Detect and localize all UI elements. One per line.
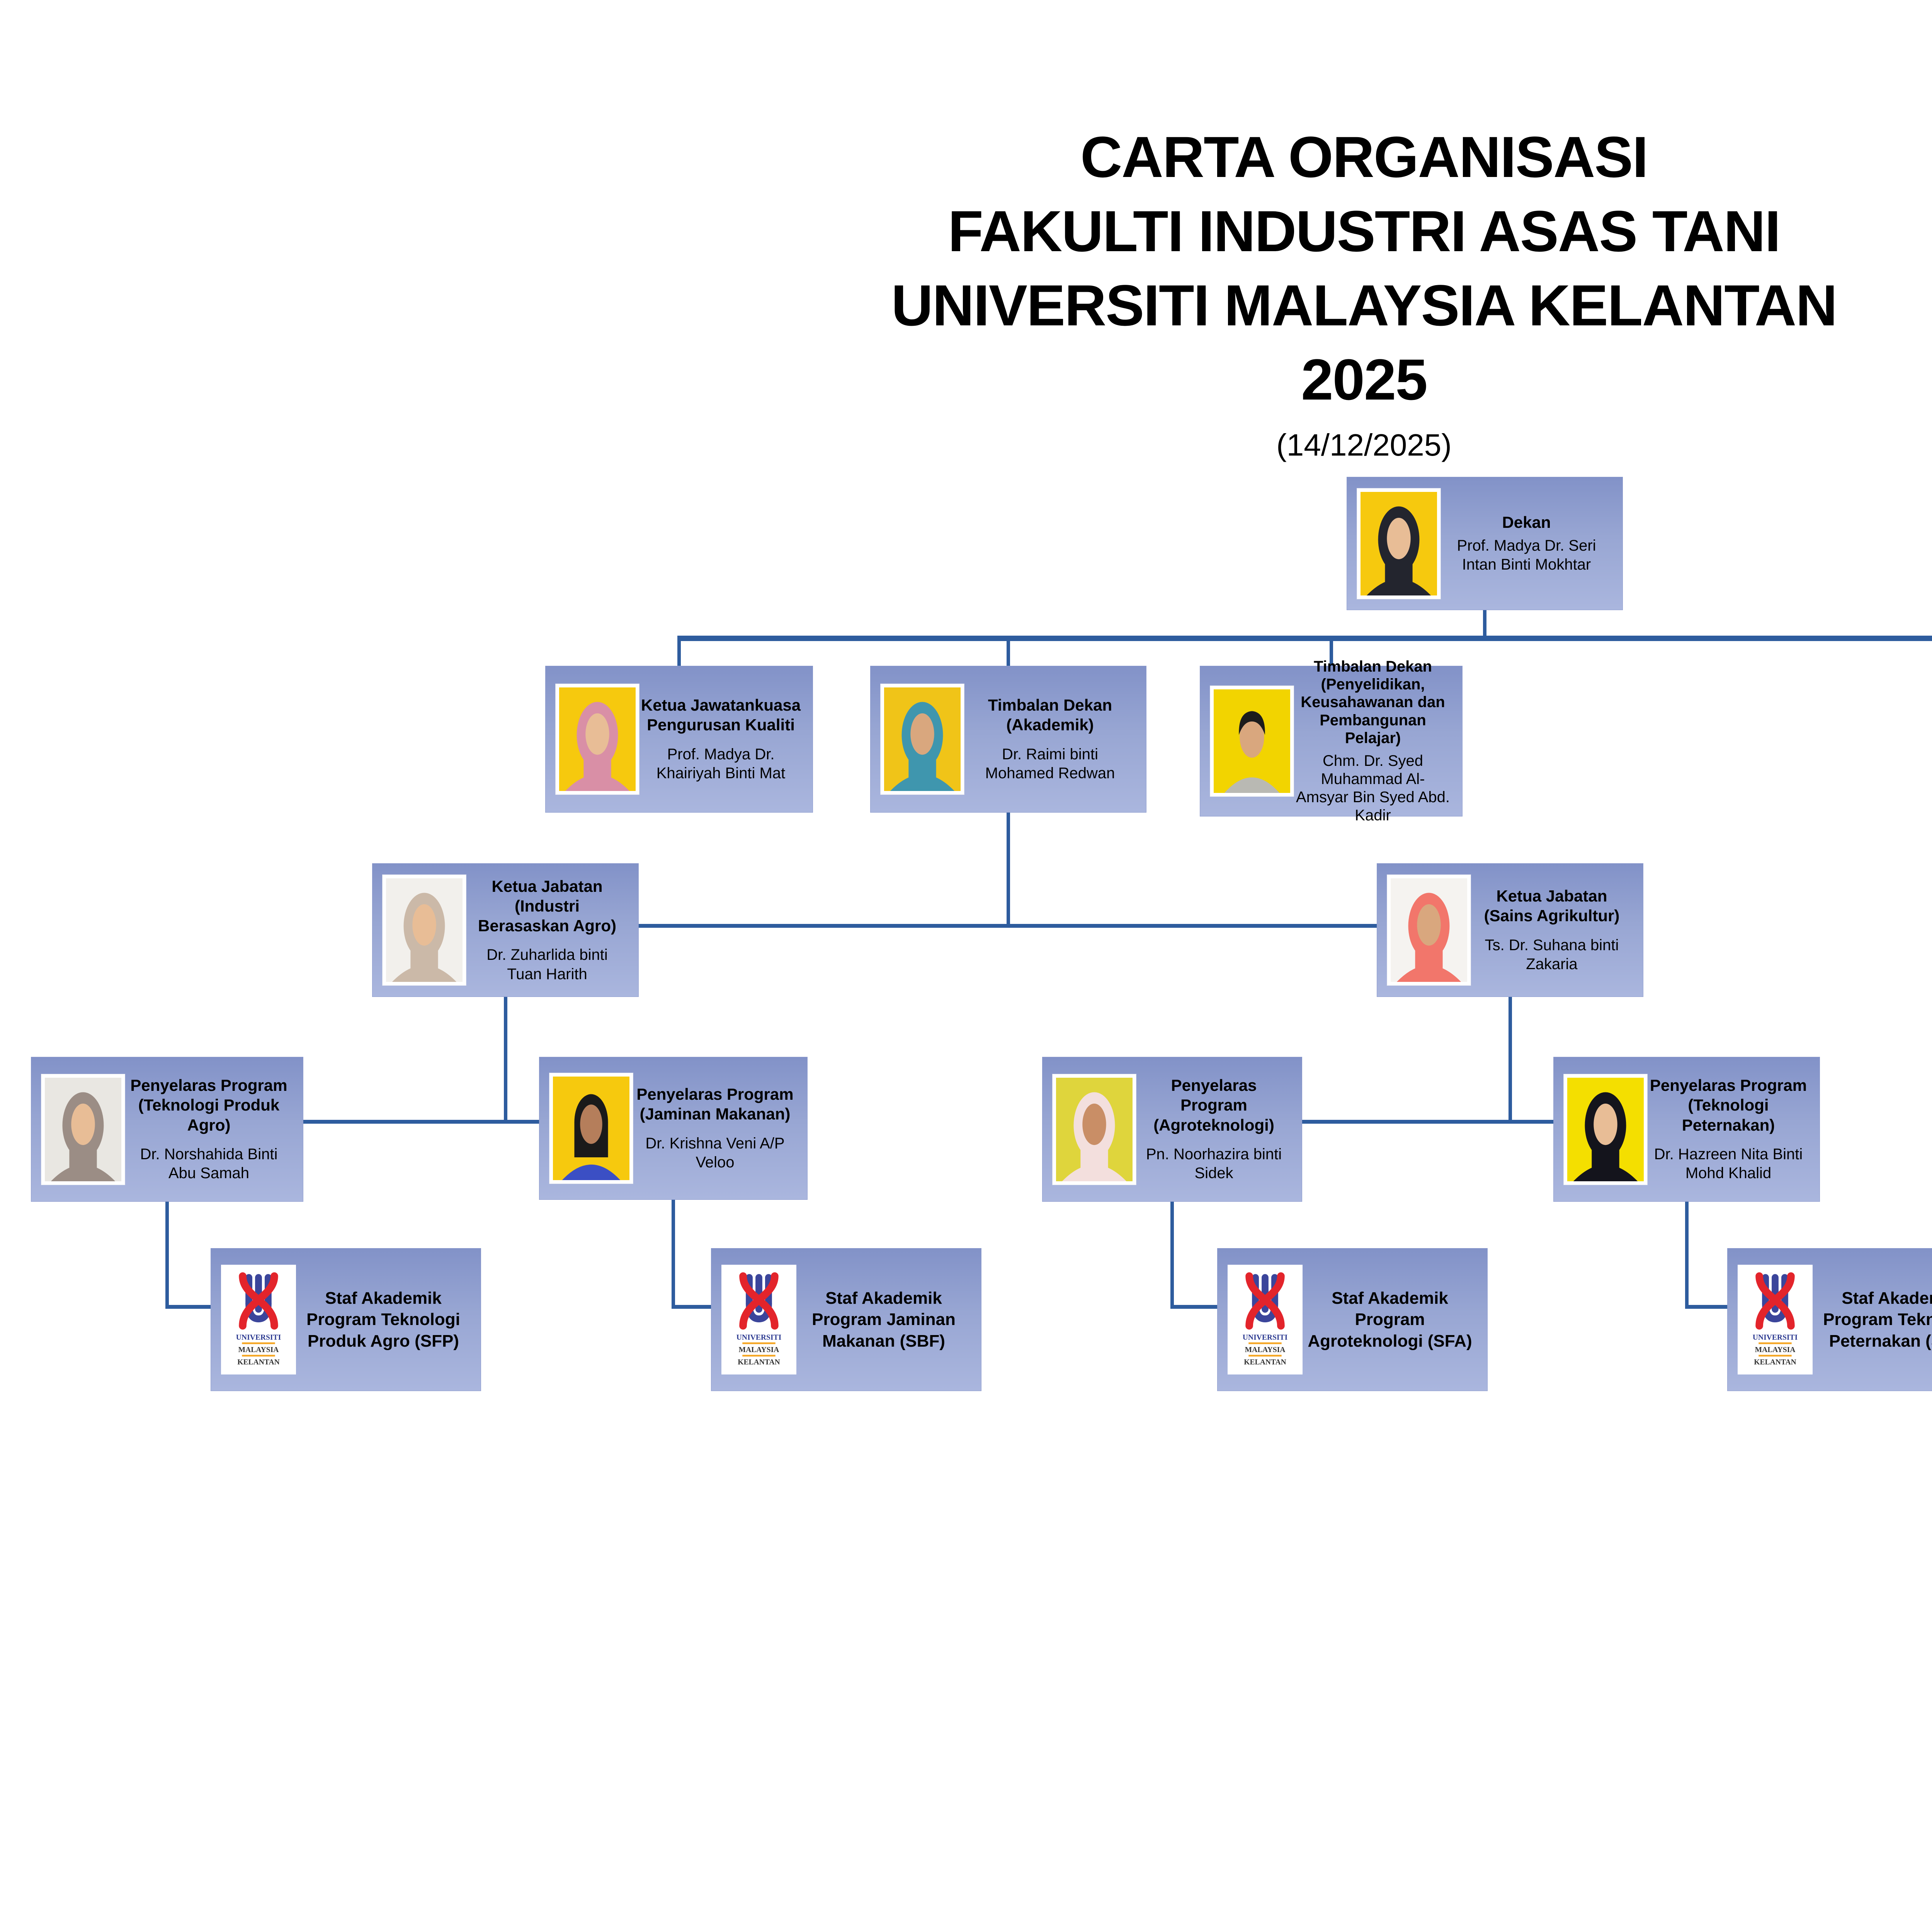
node-role: Staf Akademik Program Teknologi Peternak… [1823,1288,1932,1351]
node-name: Chm. Dr. Syed Muhammad Al-Amsyar Bin Sye… [1296,752,1450,824]
node-name: Pn. Noorhazira binti Sidek [1146,1145,1282,1182]
node-role: Staf Akademik Program Jaminan Makanan (S… [812,1288,956,1351]
connector-line [1302,1120,1554,1124]
org-node-penyelaras-teknologi-peternakan: Penyelaras Program (Teknologi Peternakan… [1553,1057,1820,1202]
svg-text:MALAYSIA: MALAYSIA [1245,1346,1286,1354]
connector-line [1509,997,1512,1123]
org-node-penyelaras-teknologi-produk-agro: Penyelaras Program (Teknologi Produk Agr… [31,1057,303,1202]
svg-text:UNIVERSITI: UNIVERSITI [1243,1334,1287,1342]
title-line-4: 2025 [1301,347,1428,412]
person-photo [556,684,639,794]
connector-line [672,1199,675,1309]
node-role: Penyelaras Program (Teknologi Produk Agr… [130,1076,287,1134]
org-node-staf-akademik-sbf: UNIVERSITI MALAYSIA KELANTAN Staf Akademik… [711,1248,981,1391]
node-name: Dr. Zuharlida binti Tuan Harith [486,946,608,983]
connector-line [1483,610,1486,638]
umk-logo: UNIVERSITI MALAYSIA KELANTAN [1738,1265,1813,1374]
node-name: Dr. Raimi binti Mohamed Redwan [985,745,1115,782]
svg-text:KELANTAN: KELANTAN [1754,1358,1796,1366]
connector-line [165,1305,211,1309]
connector-line [1007,812,1010,925]
umk-logo: UNIVERSITI MALAYSIA KELANTAN [1228,1265,1303,1374]
org-node-penyelaras-agroteknologi: Penyelaras Program (Agroteknologi) Pn. N… [1042,1057,1302,1202]
person-photo [1357,488,1440,599]
node-name: Prof. Madya Dr. Khairiyah Binti Mat [656,745,786,782]
connector-line [1685,1305,1728,1309]
org-node-staf-akademik-sfa: UNIVERSITI MALAYSIA KELANTAN Staf Akademik… [1217,1248,1488,1391]
connector-line [1685,1201,1689,1309]
person-photo [1564,1074,1647,1185]
title-line-2: FAKULTI INDUSTRI ASAS TANI [948,199,1781,264]
connector-line [165,1201,169,1309]
person-photo [1053,1074,1136,1185]
umk-logo: UNIVERSITI MALAYSIA KELANTAN [721,1265,796,1374]
svg-text:MALAYSIA: MALAYSIA [739,1346,780,1354]
connector-line [677,641,681,667]
node-role: Penyelaras Program (Agroteknologi) [1153,1076,1274,1134]
page-title: CARTA ORGANISASI FAKULTI INDUSTRI ASAS T… [842,120,1886,465]
svg-text:UNIVERSITI: UNIVERSITI [236,1334,281,1342]
person-photo [1387,875,1471,985]
node-role: Timbalan Dekan (Akademik) [988,696,1112,734]
node-role: Staf Akademik Program Agroteknologi (SFA… [1308,1288,1472,1351]
person-photo [549,1073,633,1184]
umk-logo: UNIVERSITI MALAYSIA KELANTAN [221,1265,296,1374]
connector-line [1330,641,1333,667]
person-photo [1210,686,1294,796]
org-node-dekan: Dekan Prof. Madya Dr. Seri Intan Binti M… [1347,477,1623,610]
person-photo [383,875,466,985]
title-line-3: UNIVERSITI MALAYSIA KELANTAN [891,273,1838,338]
node-name: Dr. Krishna Veni A/P Veloo [645,1135,785,1171]
node-name: Dr. Hazreen Nita Binti Mohd Khalid [1654,1145,1803,1182]
connector-line [303,1120,540,1124]
org-node-timbalan-dekan-penyelidikan: Timbalan Dekan (Penyelidikan, Keusahawan… [1200,658,1463,824]
svg-text:MALAYSIA: MALAYSIA [1755,1346,1796,1354]
org-node-timbalan-dekan-akademik: Timbalan Dekan (Akademik) Dr. Raimi bint… [870,666,1146,813]
node-name: Prof. Madya Dr. Seri Intan Binti Mokhtar [1457,537,1596,573]
org-node-staf-akademik-sfp: UNIVERSITI MALAYSIA KELANTAN Staf Akademik… [211,1248,481,1391]
connector-line [672,1305,711,1309]
svg-text:UNIVERSITI: UNIVERSITI [736,1334,781,1342]
node-role: Timbalan Dekan (Penyelidikan, Keusahawan… [1301,658,1445,747]
connector-line [677,636,1932,641]
connector-line [1170,1201,1174,1309]
org-node-ketua-jabatan-industri-agro: Ketua Jabatan (Industri Berasaskan Agro)… [372,863,639,997]
node-role: Dekan [1502,513,1551,532]
title-line-1: CARTA ORGANISASI [1080,124,1648,189]
connector-line [639,924,1378,928]
node-role: Ketua Jabatan (Industri Berasaskan Agro) [478,877,616,935]
org-node-staf-akademik-sfh: UNIVERSITI MALAYSIA KELANTAN Staf Akademik… [1727,1248,1932,1391]
svg-text:KELANTAN: KELANTAN [1244,1358,1286,1366]
node-role: Ketua Jawatankuasa Pengurusan Kualiti [641,696,801,734]
node-name: Dr. Norshahida Binti Abu Samah [140,1145,278,1182]
org-node-ketua-jawatankuasa-kualiti: Ketua Jawatankuasa Pengurusan Kualiti Pr… [545,666,813,813]
connector-line [1007,641,1010,667]
node-name: Ts. Dr. Suhana binti Zakaria [1485,936,1619,973]
node-role: Penyelaras Program (Jaminan Makanan) [636,1085,794,1123]
svg-text:KELANTAN: KELANTAN [237,1358,279,1366]
node-role: Staf Akademik Program Teknologi Produk A… [306,1288,460,1351]
chart-date: (14/12/2025) [1276,428,1452,462]
node-role: Penyelaras Program (Teknologi Peternakan… [1650,1076,1807,1134]
svg-text:MALAYSIA: MALAYSIA [238,1346,279,1354]
node-role: Ketua Jabatan (Sains Agrikultur) [1484,887,1620,925]
svg-text:UNIVERSITI: UNIVERSITI [1753,1334,1798,1342]
connector-line [1170,1305,1218,1309]
svg-text:KELANTAN: KELANTAN [738,1358,780,1366]
org-node-penyelaras-jaminan-makanan: Penyelaras Program (Jaminan Makanan) Dr.… [539,1057,808,1200]
person-photo [881,684,964,794]
org-node-ketua-jabatan-sains-agrikultur: Ketua Jabatan (Sains Agrikultur) Ts. Dr.… [1377,863,1643,997]
connector-line [504,997,507,1123]
person-photo [41,1074,125,1185]
